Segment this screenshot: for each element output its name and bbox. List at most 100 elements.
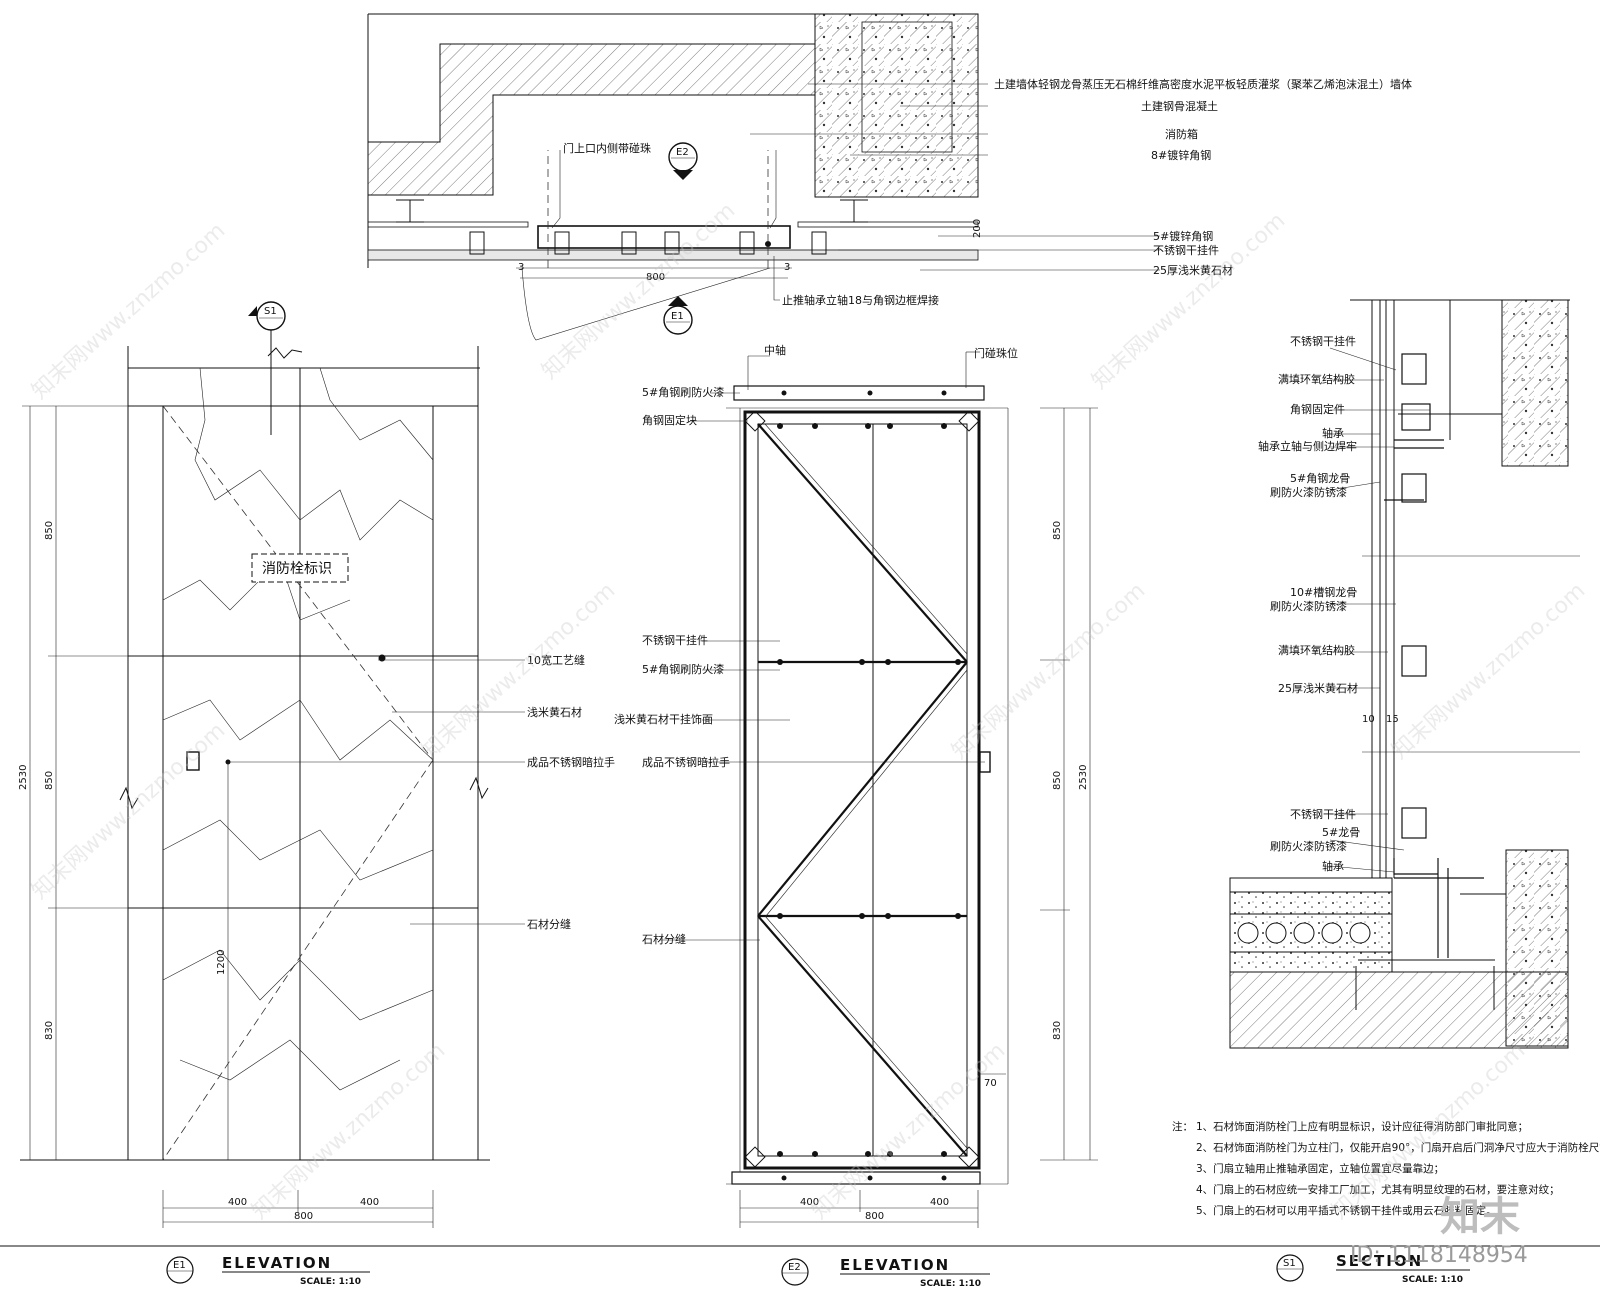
- e2-dim-w2: 400: [930, 1197, 949, 1208]
- s1-ch10a: 10#槽钢龙骨: [1290, 586, 1357, 599]
- s1-angle-fix: 角钢固定件: [1290, 402, 1345, 416]
- e1-dim-w2: 400: [360, 1197, 379, 1208]
- svg-text:SCALE: 1:10: SCALE: 1:10: [1402, 1275, 1463, 1285]
- e1-dim-h1: 850: [44, 521, 55, 540]
- e1-dim-h3: 830: [44, 1021, 55, 1040]
- marker-e1: E1: [663, 296, 693, 335]
- s1-dim-10: 10: [1362, 714, 1375, 725]
- e2-dim-70: 70: [984, 1078, 997, 1089]
- s1-hanger2: 不锈钢干挂件: [1290, 807, 1356, 821]
- notes-prefix: 注：: [1172, 1120, 1193, 1133]
- svg-text:E2: E2: [676, 147, 689, 158]
- note-3: 3、门扇立轴用止推轴承固定，立轴位置宜尽量靠边；: [1196, 1162, 1444, 1175]
- e1-joint: 10宽工艺缝: [527, 653, 585, 667]
- label-stone25: 25厚浅米黄石材: [1153, 263, 1233, 277]
- note-4: 4、门扇上的石材应统一安排工厂加工，尤其有明显纹理的石材，要注意对纹；: [1196, 1183, 1560, 1196]
- e2-dim-wt: 800: [865, 1211, 884, 1222]
- plan-door-leaf: [537, 225, 791, 249]
- svg-text:E1: E1: [173, 1260, 186, 1271]
- label-concrete: 土建钢骨混凝土: [1141, 99, 1218, 113]
- note-1: 1、石材饰面消防栓门上应有明显标识，设计应征得消防部门审批同意；: [1196, 1120, 1528, 1133]
- section-s1: 不锈钢干挂件 满填环氧结构胶 角钢固定件 轴承 轴承立轴与侧边焊牢 5#角钢龙骨…: [1229, 299, 1580, 1049]
- svg-text:S1: S1: [1283, 1258, 1296, 1269]
- e1-dim-total: 2530: [18, 765, 29, 790]
- s1-hanger1: 不锈钢干挂件: [1290, 334, 1356, 348]
- wall-hatch: [367, 43, 816, 196]
- e2-dim-h2: 850: [1052, 771, 1063, 790]
- label-wall: 土建墙体轻钢龙骨蒸压无石棉纤维高密度水泥平板轻质灌浆（聚苯乙烯泡沫混土）墙体: [994, 77, 1412, 91]
- e2-dim-w1: 400: [800, 1197, 819, 1208]
- label-pivot: 止推轴承立轴18与角钢边框焊接: [782, 293, 939, 307]
- plan-dim-3a: 3: [518, 262, 524, 273]
- e1-handle: [186, 751, 200, 771]
- svg-text:ELEVATION: ELEVATION: [840, 1256, 950, 1274]
- s1-keel5b: 刷防火漆防锈漆: [1270, 839, 1347, 853]
- e1-dim-h2: 850: [44, 771, 55, 790]
- label-bumper: 门上口内侧带碰珠: [563, 141, 651, 155]
- e2-dim-h3: 830: [1052, 1021, 1063, 1040]
- label-angle5: 5#镀锌角钢: [1153, 229, 1213, 243]
- e2-frame: [743, 410, 981, 1170]
- logo-text: 知末: [1440, 1194, 1520, 1240]
- s1-bearing1: 轴承: [1322, 426, 1344, 440]
- elevation-e2: 中轴 门碰珠位 5#角钢刷防火漆 角钢固定块 不锈钢干挂件 5#角钢刷防火漆 浅…: [614, 343, 1098, 1228]
- svg-text:SECTION: SECTION: [1336, 1252, 1423, 1270]
- title-s1: S1 SECTION SCALE: 1:10: [1276, 1252, 1470, 1285]
- e2-handle-label: 成品不锈钢暗拉手: [642, 755, 730, 769]
- s1-dim-15: 15: [1386, 714, 1399, 725]
- plan-dim-3b: 3: [784, 262, 790, 273]
- s1-bearing-weld: 轴承立轴与侧边焊牢: [1258, 439, 1357, 453]
- svg-text:E2: E2: [788, 1262, 801, 1273]
- s1-angle5b: 刷防火漆防锈漆: [1270, 485, 1347, 499]
- svg-text:知末网www.znzmo.com: 知末网www.znzmo.com: [417, 578, 620, 764]
- label-angle8: 8#镀锌角钢: [1151, 148, 1211, 162]
- label-hanger: 不锈钢干挂件: [1153, 243, 1219, 257]
- s1-keel5a: 5#龙骨: [1322, 826, 1360, 839]
- e1-split: 石材分缝: [527, 917, 571, 931]
- s1-ch10b: 刷防火漆防锈漆: [1270, 599, 1347, 613]
- marker-s1: S1: [248, 301, 286, 435]
- svg-text:知末网www.znzmo.com: 知末网www.znzmo.com: [27, 718, 230, 904]
- e2-split: 石材分缝: [642, 932, 686, 946]
- svg-text:ELEVATION: ELEVATION: [222, 1254, 332, 1272]
- title-e1: E1 ELEVATION SCALE: 1:10: [166, 1254, 370, 1287]
- concrete-block: [814, 13, 979, 198]
- marker-e2: E2: [668, 142, 698, 180]
- watermarks: 知末网www.znzmo.com 知末网www.znzmo.com 知末网www…: [27, 198, 1590, 1224]
- notes: 注： 1、石材饰面消防栓门上应有明显标识，设计应征得消防部门审批同意； 2、石材…: [1172, 1120, 1600, 1217]
- note-5: 5、门扇上的石材可以用平插式不锈钢干挂件或用云石胶粘固定。: [1196, 1204, 1497, 1217]
- e2-stone-face: 浅米黄石材干挂饰面: [614, 712, 713, 726]
- note-2: 2、石材饰面消防栓门为立柱门，仅能开启90°，门扇开启后门洞净尺寸应大于消防栓尺…: [1196, 1141, 1600, 1154]
- svg-text:S1: S1: [264, 306, 277, 317]
- e1-handle-label: 成品不锈钢暗拉手: [527, 755, 615, 769]
- e1-dim-wt: 800: [294, 1211, 313, 1222]
- e1-sign: 消防栓标识: [262, 561, 332, 577]
- svg-text:知末网www.znzmo.com: 知末网www.znzmo.com: [1387, 578, 1590, 764]
- svg-text:SCALE: 1:10: SCALE: 1:10: [300, 1277, 361, 1287]
- title-e2: E2 ELEVATION SCALE: 1:10: [781, 1256, 990, 1289]
- elevation-e1: 消防栓标识 10宽工艺缝 浅米黄石材 成品不锈钢暗拉手 石材分缝 850 850…: [18, 301, 615, 1228]
- e2-dim-h1: 850: [1052, 521, 1063, 540]
- e2-hanger: 不锈钢干挂件: [642, 633, 708, 647]
- plan-view: 800 3 3 200 土建墙体轻钢龙骨蒸压无石棉纤维高密度水泥平板轻质灌浆（聚…: [367, 13, 1412, 341]
- svg-text:知末网www.znzmo.com: 知末网www.znzmo.com: [27, 218, 230, 404]
- plan-dim-width: 800: [646, 272, 665, 283]
- id-text: ID: 1118148954: [1350, 1243, 1528, 1268]
- e1-dim-w1: 400: [228, 1197, 247, 1208]
- e1-stone: 浅米黄石材: [527, 705, 582, 719]
- plan-dim-200: 200: [972, 219, 983, 238]
- e2-bumper: 门碰珠位: [974, 346, 1018, 360]
- e2-dim-total: 2530: [1078, 765, 1089, 790]
- s1-angle5a: 5#角钢龙骨: [1290, 472, 1350, 485]
- svg-text:SCALE: 1:10: SCALE: 1:10: [920, 1279, 981, 1289]
- e1-dim-handle: 1200: [216, 950, 227, 975]
- sign-box: [251, 553, 349, 583]
- s1-bearing2: 轴承: [1322, 859, 1344, 873]
- e2-axis: 中轴: [764, 343, 786, 357]
- svg-text:E1: E1: [671, 311, 684, 322]
- e2-angle-mid: 5#角钢刷防火漆: [642, 662, 724, 676]
- svg-text:知末网www.znzmo.com: 知末网www.znzmo.com: [247, 1038, 450, 1224]
- label-cabinet: 消防箱: [1165, 127, 1198, 141]
- e2-angle-top: 5#角钢刷防火漆: [642, 385, 724, 399]
